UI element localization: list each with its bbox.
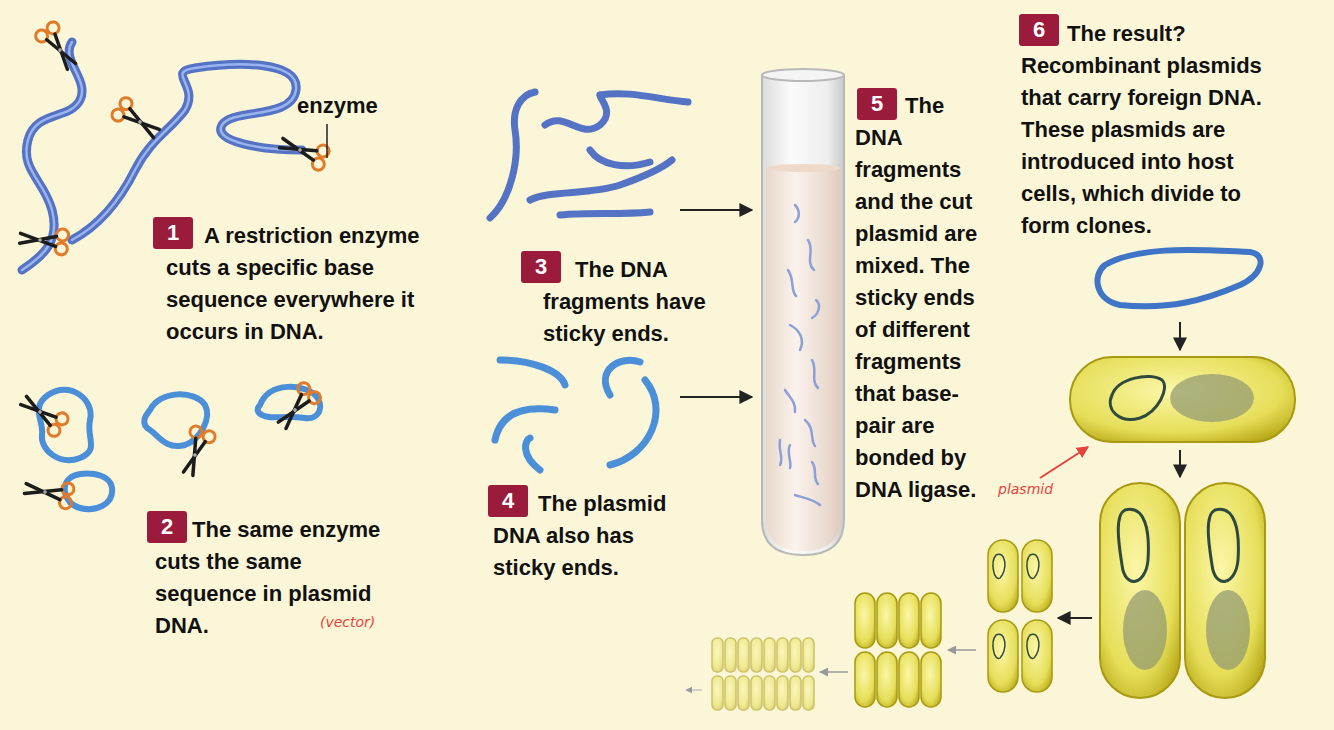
plasmid-loops (39, 387, 321, 509)
callout-number: 5 (871, 91, 883, 117)
step-number-badge: 6 (1019, 14, 1059, 46)
step-text: A restriction enzyme cuts a specific bas… (166, 220, 456, 348)
annotation-arrow (1040, 447, 1088, 478)
step-number-badge: 5 (857, 88, 897, 120)
callout-number: 2 (161, 514, 173, 540)
step-text: The DNA fragments and the cut plasmid ar… (855, 90, 985, 506)
handwritten-note: plasmid (998, 480, 1053, 498)
leader-line (326, 124, 328, 158)
part-label: enzyme (297, 93, 378, 119)
step-text: The plasmid DNA also has sticky ends. (493, 488, 693, 584)
test-tube (762, 69, 844, 555)
cut-plasmid (495, 360, 656, 470)
callout-number: 6 (1033, 17, 1045, 43)
step-number-badge: 4 (488, 485, 528, 517)
callout-number: 1 (167, 220, 179, 246)
dna-fragments (490, 92, 688, 218)
step-text: The result? Recombinant plasmids that ca… (1021, 18, 1291, 242)
recombinant-plasmid (1097, 250, 1260, 306)
host-cell (1070, 357, 1295, 442)
step-number-badge: 2 (147, 511, 187, 543)
dividing-cells (1100, 483, 1265, 698)
cell-clones (712, 540, 1052, 710)
step-text: The DNA fragments have sticky ends. (543, 254, 743, 350)
callout-number: 4 (502, 488, 514, 514)
step-number-badge: 1 (153, 217, 193, 249)
callout-number: 3 (535, 254, 547, 280)
handwritten-note: (vector) (320, 613, 375, 631)
step-number-badge: 3 (521, 251, 561, 283)
